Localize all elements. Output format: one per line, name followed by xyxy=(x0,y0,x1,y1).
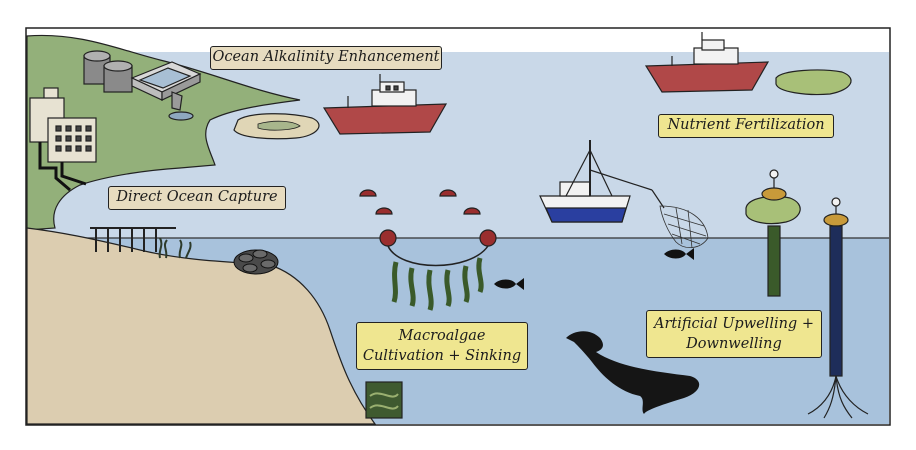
label-macroalgae: Macroalgae Cultivation + Sinking xyxy=(356,322,528,370)
sunk-biomass-crate-icon xyxy=(365,381,403,419)
label-ocean-alkalinity: Ocean Alkalinity Enhancement xyxy=(210,46,442,70)
pier-icon xyxy=(90,227,176,252)
label-macroalgae-line1: Macroalgae xyxy=(398,328,486,344)
whale-icon xyxy=(566,331,700,414)
mussel-reef-icon xyxy=(233,249,279,275)
label-upwelling-line1: Artificial Upwelling + xyxy=(654,316,814,332)
label-upwelling-line2: Downwelling xyxy=(686,336,782,352)
storage-tanks-icon xyxy=(83,50,133,93)
algae-bloom xyxy=(775,69,852,96)
fish-near-net-icon xyxy=(664,248,694,260)
macroalgae-farm-icon xyxy=(359,189,497,311)
alkalinity-slick-inner xyxy=(257,120,301,131)
tanker-boat-icon xyxy=(322,74,448,135)
small-fish-icon xyxy=(494,278,524,290)
label-ocean-alkalinity-text: Ocean Alkalinity Enhancement xyxy=(212,49,440,65)
fishing-boat-icon xyxy=(539,140,665,223)
outflow-pipe-icon xyxy=(168,91,194,121)
label-direct-ocean-capture-text: Direct Ocean Capture xyxy=(116,189,278,205)
label-upwelling: Artificial Upwelling + Downwelling xyxy=(646,310,822,358)
downwelling-buoy-icon xyxy=(807,197,869,419)
fishing-net-icon xyxy=(659,205,709,249)
label-macroalgae-line2: Cultivation + Sinking xyxy=(362,348,522,364)
label-nutrient-fertilization: Nutrient Fertilization xyxy=(658,114,834,138)
factory-buildings-icon xyxy=(29,87,97,192)
fertilization-boat-icon xyxy=(644,32,770,93)
upwelling-buoy-icon xyxy=(745,169,801,297)
seagrass-icon xyxy=(158,237,192,259)
label-direct-ocean-capture: Direct Ocean Capture xyxy=(108,186,286,210)
label-nutrient-fertilization-text: Nutrient Fertilization xyxy=(667,117,825,133)
